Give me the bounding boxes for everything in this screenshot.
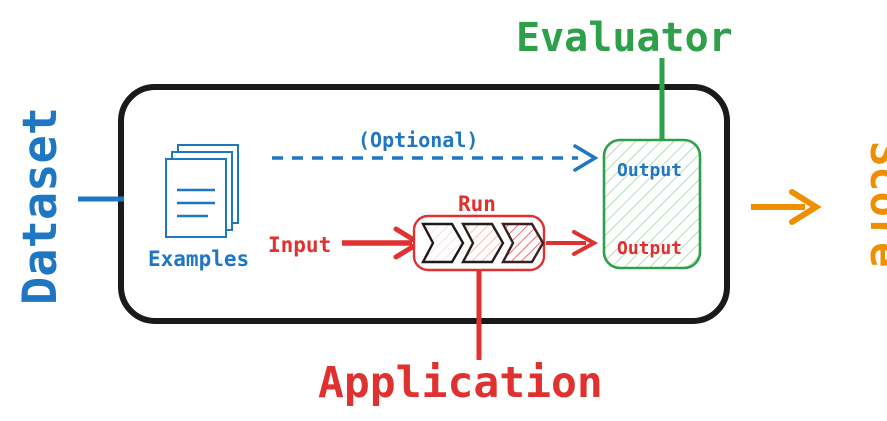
run-to-output-arrow	[546, 230, 599, 256]
main-container	[118, 84, 730, 324]
optional-arrow	[272, 144, 599, 172]
label-optional: (Optional)	[358, 128, 478, 152]
label-input: Input	[268, 233, 331, 257]
label-evaluator: Evaluator	[516, 15, 733, 61]
chevron-2	[461, 222, 505, 264]
examples-stack-icon	[165, 144, 239, 238]
output-box	[602, 138, 702, 270]
label-run: Run	[458, 192, 496, 216]
input-arrow	[342, 226, 424, 260]
label-output-bottom: Output	[617, 238, 682, 259]
label-application: Application	[318, 358, 603, 408]
label-score: Score	[861, 141, 887, 267]
label-output-top: Output	[617, 160, 682, 181]
chevron-3	[501, 222, 545, 264]
score-arrow	[751, 189, 822, 225]
label-examples: Examples	[148, 247, 249, 271]
label-dataset: Dataset	[13, 107, 68, 305]
chevron-1	[421, 222, 465, 264]
